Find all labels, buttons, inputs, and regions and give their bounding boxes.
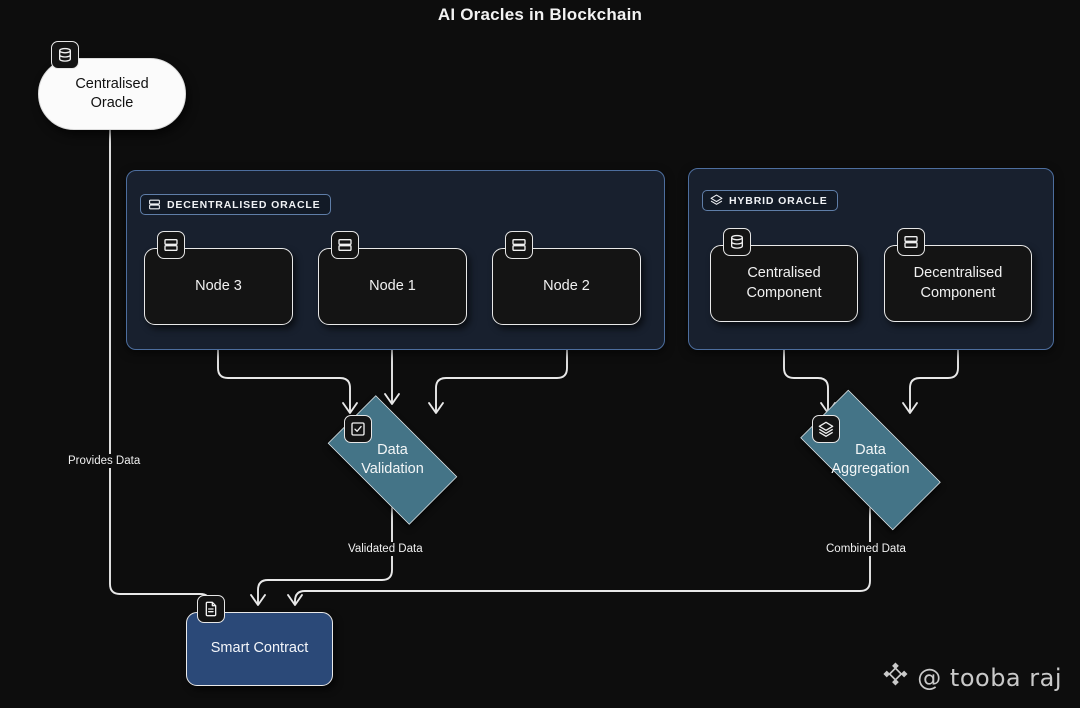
node-label: Node 1 [369,277,416,294]
node-centralised-component[interactable]: Centralised Component [710,245,858,322]
node-centralised-oracle[interactable]: Centralised Oracle [38,58,186,130]
node-data-validation[interactable]: Data Validation [311,395,474,525]
node-data-aggregation[interactable]: Data Aggregation [778,389,963,531]
edge-node3-to-validation [217,324,358,414]
node-label: Node 2 [543,277,590,294]
layers-icon [710,194,723,207]
node-label: Centralised Component [746,265,822,301]
diamond-cluster-logo [882,661,908,694]
cluster-label-text: DECENTRALISED ORACLE [167,198,321,211]
cluster-label-hybrid-oracle: HYBRID ORACLE [702,190,838,211]
server-rack-icon [331,231,359,259]
cluster-label-text: HYBRID ORACLE [729,194,828,207]
server-rack-icon [157,231,185,259]
node-smart-contract[interactable]: Smart Contract [186,612,333,686]
layers-icon [812,415,840,443]
node-decentralised-component[interactable]: Decentralised Component [884,245,1032,322]
cluster-label-decentralised-oracle: DECENTRALISED ORACLE [140,194,331,215]
node-label: Data Aggregation [831,441,910,477]
node-node2[interactable]: Node 2 [492,248,641,325]
document-icon [197,595,225,623]
edge-label-provides-data: Provides Data [64,454,145,468]
server-rack-icon [148,198,161,211]
edge-label-combined-data: Combined Data [822,542,910,556]
node-label: Data Validation [361,441,424,477]
server-rack-icon [897,228,925,256]
database-icon [51,41,79,69]
node-node1[interactable]: Node 1 [318,248,467,325]
edge-decentralised-component-to-aggregation [902,321,959,414]
node-label: Decentralised Component [913,265,1003,301]
node-node3[interactable]: Node 3 [144,248,293,325]
watermark-handle: @ tooba raj [917,663,1062,692]
watermark: @ tooba raj [882,661,1062,694]
node-label: Node 3 [195,277,242,294]
edge-validation-to-contract [250,507,393,606]
database-icon [723,228,751,256]
page-title: AI Oracles in Blockchain [437,5,643,24]
node-label: Smart Contract [210,640,309,657]
server-rack-icon [505,231,533,259]
edge-node2-to-validation [428,324,568,414]
check-square-icon [344,415,372,443]
node-label: Centralised Oracle [75,75,149,111]
edge-aggregation-to-contract [287,507,871,606]
edge-label-validated-data: Validated Data [344,542,427,556]
